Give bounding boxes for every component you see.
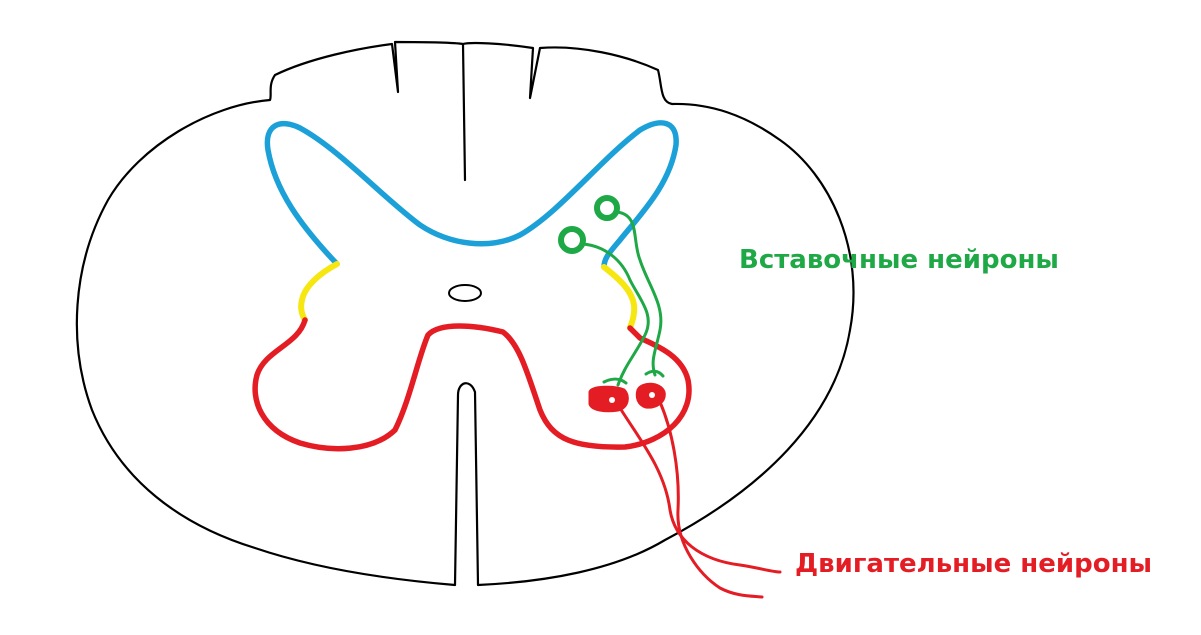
interneuron-cell-lower	[558, 226, 586, 254]
intermediate-zone-left	[298, 261, 340, 323]
motor-neuron-nucleus-right	[649, 392, 655, 398]
interneuron-process-2	[581, 242, 650, 387]
interneuron-process-1	[615, 210, 663, 377]
motor-neuron-nucleus-left	[609, 397, 615, 403]
central-canal	[448, 284, 482, 302]
spinal-cord-outline	[75, 40, 855, 587]
intermediate-zone-right	[601, 264, 638, 331]
interneuron-cell-upper	[594, 195, 620, 221]
ventral-horn-outline	[252, 317, 692, 452]
motor-neuron-cell-left	[588, 385, 629, 413]
interneurons	[558, 195, 665, 387]
interneuron-synapse-right	[644, 369, 665, 378]
motor-neurons-label: Двигательные нейроны	[795, 549, 1153, 579]
motor-neuron-axon-1	[618, 406, 782, 574]
dorsal-horn-outline	[264, 120, 679, 270]
motor-neurons	[588, 382, 782, 599]
interneuron-synapse-left	[602, 377, 628, 385]
interneurons-label: Вставочные нейроны	[739, 245, 1059, 275]
motor-neuron-axon-2	[658, 400, 764, 599]
